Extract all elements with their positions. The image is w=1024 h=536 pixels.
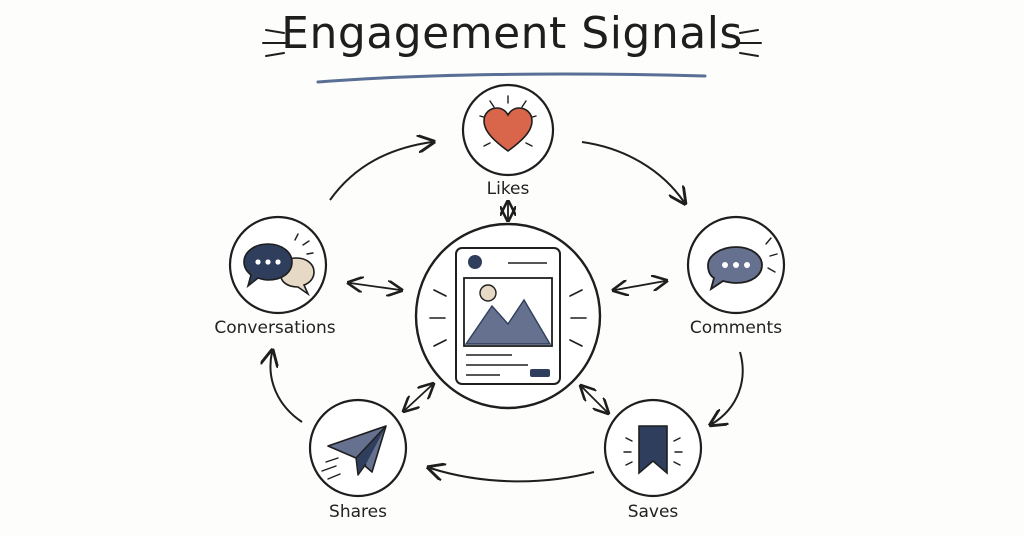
arrow-conversations-to-likes bbox=[329, 142, 432, 201]
arrow-shares-to-conversations bbox=[270, 352, 303, 423]
saves-node bbox=[603, 398, 703, 498]
likes-node bbox=[461, 83, 555, 177]
shares-node bbox=[308, 398, 408, 498]
likes-label: Likes bbox=[486, 179, 530, 199]
title-underline bbox=[316, 72, 707, 84]
heart-icon bbox=[483, 107, 533, 152]
arrow-likes-to-comments bbox=[581, 141, 684, 202]
chat-bubbles-icon bbox=[243, 243, 315, 297]
saves-label: Saves bbox=[627, 502, 679, 522]
post-sparkle-icon bbox=[429, 289, 587, 347]
center-post-node bbox=[414, 222, 602, 410]
conversations-label: Conversations bbox=[214, 318, 336, 338]
arrow-saves-to-shares bbox=[430, 468, 595, 483]
sparkle-icon bbox=[623, 437, 683, 466]
speech-bubble-icon bbox=[707, 246, 763, 292]
arrow-center-conversations bbox=[350, 283, 400, 290]
paper-plane-icon bbox=[327, 425, 387, 476]
title-decoration-left bbox=[262, 29, 286, 57]
comments-node bbox=[686, 215, 786, 315]
arrow-center-shares bbox=[405, 385, 432, 410]
title-decoration-right bbox=[738, 29, 762, 57]
post-card-icon bbox=[455, 247, 561, 385]
sparkle-icon bbox=[294, 233, 314, 255]
shares-label: Shares bbox=[329, 502, 387, 522]
page-title: Engagement Signals bbox=[281, 8, 743, 59]
bookmark-icon bbox=[638, 425, 668, 475]
conversations-node bbox=[228, 215, 328, 315]
arrow-comments-to-saves bbox=[712, 351, 744, 424]
sparkle-icon bbox=[765, 237, 778, 273]
arrow-center-saves bbox=[582, 387, 607, 412]
arrow-center-comments bbox=[615, 281, 665, 290]
comments-label: Comments bbox=[689, 318, 783, 338]
motion-lines-icon bbox=[321, 457, 341, 480]
